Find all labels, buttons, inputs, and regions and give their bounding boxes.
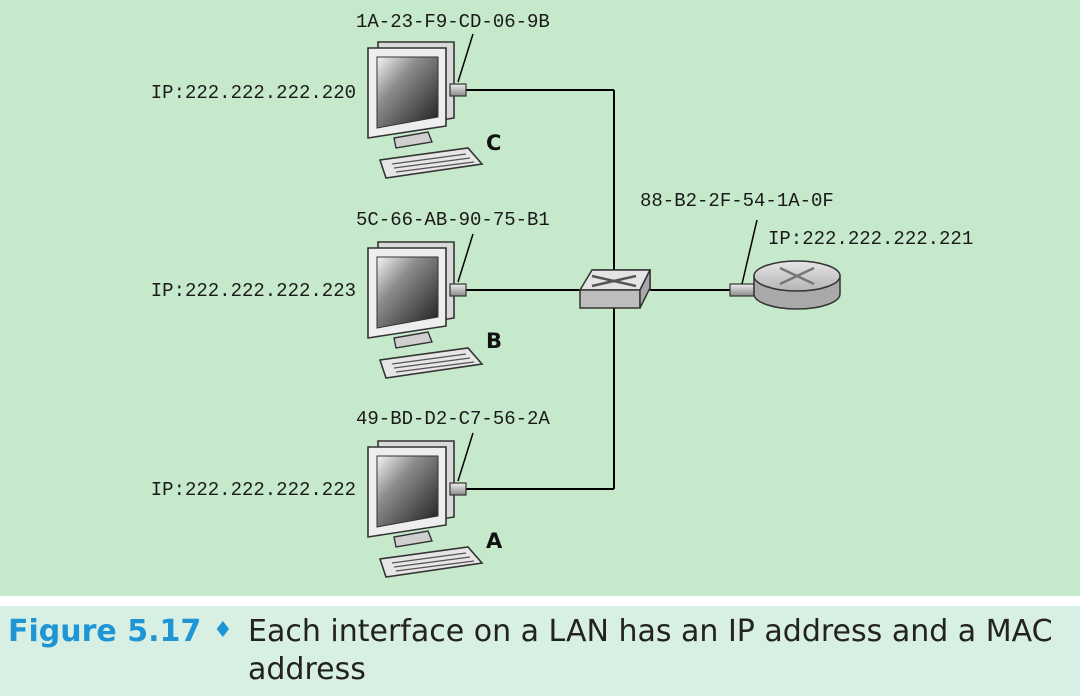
switch-icon [578,269,652,309]
router: 88-B2-2F-54-1A-0F IP:222.222.222.221 [640,190,973,310]
router-mac-address: 88-B2-2F-54-1A-0F [640,190,834,212]
figure-caption: Figure 5.17 ♦ Each interface on a LAN ha… [0,606,1080,696]
ip-address-c: IP:222.222.222.220 [151,82,356,104]
mac-pointer-line [457,432,474,482]
ip-address-a: IP:222.222.222.222 [151,479,356,501]
host-b: 5C-66-AB-90-75-B1 IP:222.222.222.223 B [151,209,550,379]
mac-address-b: 5C-66-AB-90-75-B1 [356,209,550,231]
mac-address-c: 1A-23-F9-CD-06-9B [356,11,550,33]
figure-number: Figure 5.17 [8,614,202,649]
caption-text-line-1: Each interface on a LAN has an IP addres… [248,614,1053,649]
host-label-b: B [486,329,502,353]
mac-address-a: 49-BD-D2-C7-56-2A [356,408,550,430]
mac-pointer-line [457,233,474,283]
router-ip-address: IP:222.222.222.221 [768,228,973,250]
mac-pointer-line [457,33,474,83]
diagram-background [0,0,1080,596]
host-c: 1A-23-F9-CD-06-9B IP:222.222.222.220 C [151,11,550,179]
lan-diagram: 1A-23-F9-CD-06-9B IP:222.222.222.220 C 5… [0,0,1080,596]
host-label-c: C [486,131,501,155]
caption-text-line-2: address [248,652,366,687]
router-port [729,283,755,297]
mac-pointer-line [741,219,758,285]
host-label-a: A [486,529,503,553]
router-icon [753,260,841,310]
caption-diamond-icon: ♦ [213,618,233,643]
host-a: 49-BD-D2-C7-56-2A IP:222.222.222.222 A [151,408,550,578]
ip-address-b: IP:222.222.222.223 [151,280,356,302]
